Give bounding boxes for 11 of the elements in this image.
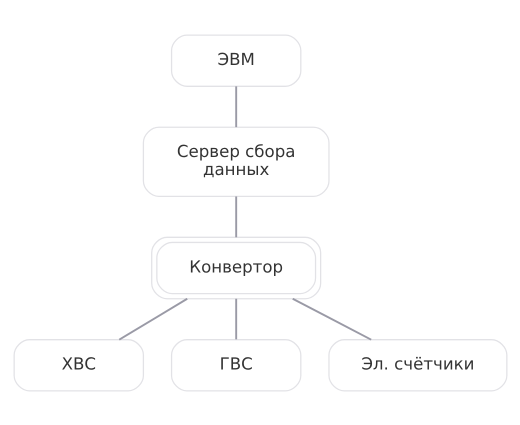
node-box: Эл. счётчики (328, 338, 507, 392)
connector (234, 196, 237, 237)
connector (292, 297, 372, 340)
node-box: ГВС (170, 338, 301, 392)
node-box: Сервер сбора данных (142, 126, 330, 196)
connector (234, 298, 237, 339)
node-box: ХВС (13, 338, 144, 392)
connector (234, 86, 237, 127)
connector (118, 297, 188, 340)
node-box: ЭВМ (170, 34, 301, 86)
node-box: Конвертор (150, 236, 321, 299)
